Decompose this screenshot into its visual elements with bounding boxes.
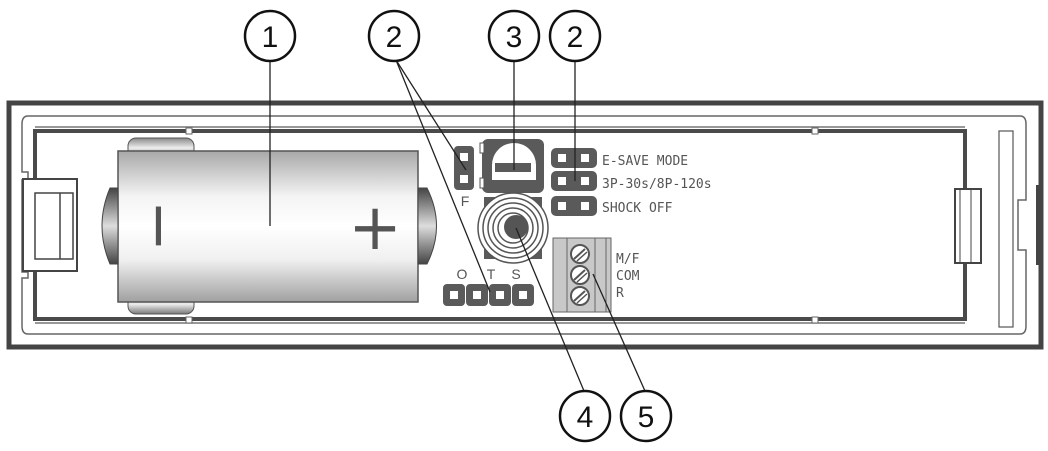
callout-circle: [548, 9, 602, 63]
callout-2-left: 2: [367, 9, 421, 63]
terminal-screw[interactable]: [570, 244, 590, 264]
callout-3: 3: [487, 9, 541, 63]
jumper-t-label: T: [487, 266, 496, 282]
callout-4: 4: [558, 389, 612, 443]
mode-label-esave: E-SAVE MODE: [602, 154, 688, 169]
housing-side-notch: [1036, 185, 1041, 265]
terminal-screw[interactable]: [570, 286, 590, 306]
jumper-shock[interactable]: [551, 196, 597, 216]
callout-number: 1: [262, 21, 279, 54]
leader-line-2a: [395, 59, 467, 171]
terminal-block: M/F COM R: [552, 237, 640, 313]
jumper-pin: [519, 291, 527, 299]
terminal-label-r: R: [616, 286, 624, 301]
jumper-3p8p[interactable]: [551, 171, 597, 191]
right-latch: [954, 188, 982, 264]
right-rail: [998, 130, 1014, 328]
battery-plus-symbol: +: [348, 191, 402, 265]
callout-circle: [558, 389, 612, 443]
reed-switch-glass: [495, 163, 531, 172]
tamper-spring: [477, 192, 549, 264]
leader-lines: [269, 59, 646, 392]
callout-circle: [367, 9, 421, 63]
jumper-o-label: O: [457, 266, 468, 282]
spring-coil: [492, 207, 534, 249]
mode-label-3p8p: 3P-30s/8P-120s: [602, 177, 712, 192]
spring-coil: [482, 197, 544, 259]
terminal-screw[interactable]: [570, 265, 590, 285]
leader-line-4: [515, 227, 585, 392]
callout-number: 2: [386, 21, 403, 54]
jumper-pin: [558, 177, 566, 185]
battery-minus-symbol: −: [124, 200, 197, 252]
jumper-pin: [450, 291, 458, 299]
leader-line-5: [592, 273, 646, 392]
tamper-plunger: [504, 215, 528, 239]
spring-coil: [497, 212, 529, 244]
callout-5: 5: [619, 389, 673, 443]
jumper-pin: [558, 154, 566, 162]
reed-switch-pin: [479, 177, 485, 189]
left-latch-inner: [34, 192, 74, 260]
reed-switch: [479, 139, 544, 193]
pcb-mount-tab: [185, 316, 193, 324]
jumper-pin: [581, 177, 589, 185]
battery: − +: [101, 137, 437, 315]
leader-line-2b: [395, 59, 491, 293]
callout-circle: [619, 389, 673, 443]
housing-inner-rim: [21, 115, 1027, 335]
callout-2-right: 2: [548, 9, 602, 63]
terminal-label-com: COM: [616, 269, 640, 284]
callout-circle: [243, 9, 297, 63]
mode-label-shock: SHOCK OFF: [602, 201, 673, 216]
battery-contact-negative: [101, 187, 119, 265]
callout-circle: [487, 9, 541, 63]
jumper-pin: [460, 153, 468, 161]
jumper-f-label: F: [461, 193, 470, 209]
callout-number: 5: [638, 401, 655, 434]
pcb-mount-tab: [185, 127, 193, 135]
jumper-pin: [581, 202, 589, 210]
jumper-pin: [473, 291, 481, 299]
pcb-mount-tab: [811, 316, 819, 324]
callout-1: 1: [243, 9, 297, 63]
reed-switch-pin: [479, 142, 485, 154]
pcb-mount-tab: [811, 127, 819, 135]
callout-number: 4: [577, 401, 594, 434]
jumper-pin: [496, 291, 504, 299]
callout-number: 2: [567, 21, 584, 54]
callout-number: 3: [506, 21, 523, 54]
terminal-label-mf: M/F: [616, 252, 640, 267]
jumper-esave[interactable]: [551, 148, 597, 168]
jumper-ots[interactable]: O T S: [443, 266, 534, 306]
spring-coil: [487, 202, 539, 254]
battery-contact-positive: [417, 187, 437, 265]
jumper-s-label: S: [511, 266, 520, 282]
jumper-pin: [581, 154, 589, 162]
jumper-pin: [558, 202, 566, 210]
jumper-pin: [460, 175, 468, 183]
jumper-modes[interactable]: E-SAVE MODE 3P-30s/8P-120s SHOCK OFF: [551, 148, 712, 216]
